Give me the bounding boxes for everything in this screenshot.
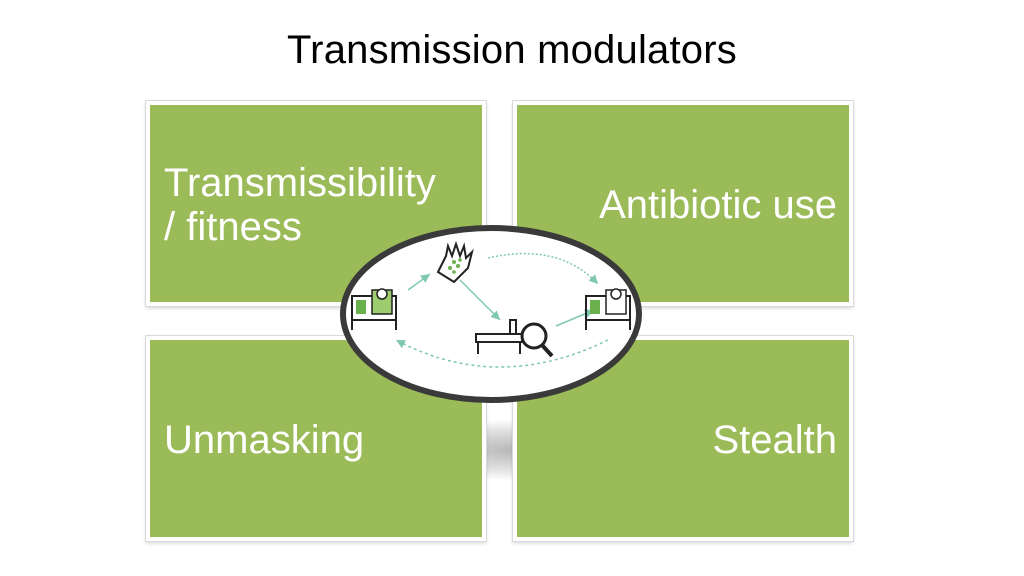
quadrant-label: Stealth: [712, 418, 837, 462]
page-title: Transmission modulators: [287, 28, 737, 72]
arrow-microscope-to-patient: [555, 309, 595, 327]
patient-bed-icon: [351, 288, 397, 330]
arrow-return: [395, 339, 609, 368]
microscope-bed-icon: [475, 319, 554, 358]
hand-icon: [436, 240, 474, 284]
quadrant-transmissibility: Transmissibility / fitness: [146, 101, 486, 306]
quadrant-label: Antibiotic use: [599, 183, 837, 227]
arrow-patient-to-hand: [407, 273, 431, 291]
arrow-hand-to-microscope: [459, 279, 501, 321]
patient-bed-icon: [585, 288, 631, 330]
transmission-cycle-diagram: [340, 225, 642, 403]
transmission-cycle-ellipse: [338, 222, 644, 406]
quadrant-label: Transmissibility / fitness: [164, 161, 436, 249]
quadrant-label: Unmasking: [164, 418, 365, 462]
